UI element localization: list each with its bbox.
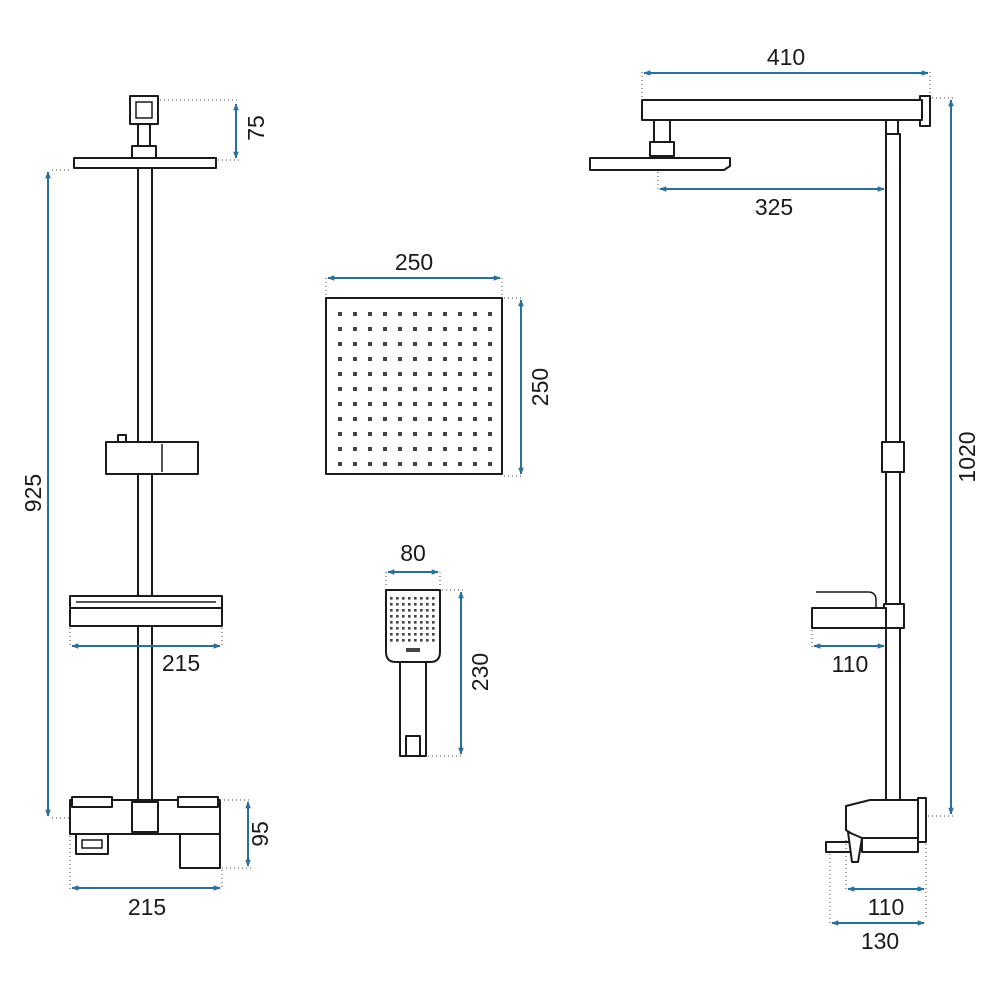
ext-side-shelf (811, 630, 887, 648)
front-head-plate (73, 157, 217, 169)
side-arm-joint (885, 119, 899, 135)
hand-shower-view: 80 230 (385, 540, 493, 757)
side-shower-arm (641, 99, 923, 121)
side-shelf-hook (816, 591, 877, 608)
front-top-block (129, 95, 159, 125)
side-holder (881, 441, 905, 473)
label-side-arm-reach: 325 (755, 194, 793, 220)
front-shelf-tray (69, 607, 223, 627)
ext-head-width (325, 278, 503, 296)
ext-front-mixer-w (69, 836, 223, 890)
label-front-total-height: 925 (20, 474, 46, 512)
ext-top-block (160, 99, 240, 161)
label-side-total-height: 1020 (954, 431, 980, 482)
ext-side-mixer (845, 840, 927, 920)
front-riser-pipe (137, 167, 153, 801)
hand-shower-logo (406, 648, 420, 652)
label-hand-height: 230 (467, 653, 493, 691)
head-nozzle-grid (338, 312, 492, 466)
label-front-shelf-width: 215 (162, 650, 200, 676)
label-front-top-block: 75 (243, 115, 269, 141)
front-mixer-left-cap (71, 796, 113, 808)
side-mixer-body (845, 799, 923, 839)
label-side-arm-length: 410 (767, 44, 805, 70)
hand-shower-handle (399, 661, 427, 757)
label-head-height: 250 (527, 368, 553, 406)
label-head-width: 250 (395, 249, 433, 275)
side-mixer-handle (861, 837, 919, 853)
side-head-plate (589, 157, 731, 171)
label-front-mixer-height: 95 (247, 821, 273, 847)
ext-side-arm (641, 72, 931, 98)
side-mixer-wall-plate (917, 797, 927, 843)
ext-side-reach (657, 172, 887, 190)
ext-head-height (504, 297, 524, 477)
front-mixer-center (131, 801, 159, 833)
side-head-connector (653, 119, 671, 143)
front-view: 75 925 215 95 215 (20, 95, 273, 920)
head-view: 250 250 (325, 249, 553, 477)
label-front-mixer-width: 215 (128, 894, 166, 920)
side-mixer-spout (825, 841, 853, 853)
hand-shower-nozzles (390, 597, 436, 643)
label-side-shelf-depth: 110 (832, 651, 869, 677)
ext-front-height (52, 169, 72, 819)
hand-shower-hose-connector (405, 735, 421, 757)
label-side-spout-depth: 130 (861, 928, 899, 954)
front-head-neck (131, 145, 157, 159)
side-view: 410 325 1020 110 110 130 (589, 44, 980, 954)
ext-side-height (928, 97, 956, 817)
side-mixer-lever (847, 831, 863, 863)
label-side-mixer-depth: 110 (868, 894, 905, 920)
front-mixer-handle (179, 833, 221, 869)
side-head-neck (649, 141, 675, 157)
front-top-connector (137, 123, 151, 147)
front-spout-outlet (81, 839, 103, 849)
front-holder (105, 441, 199, 475)
ext-front-mixer-h (220, 799, 252, 869)
side-shelf-tray (811, 607, 887, 629)
front-mixer-right-cap (177, 796, 219, 808)
front-top-block-inner (135, 101, 153, 119)
front-mixer-spout (75, 833, 109, 855)
label-hand-width: 80 (400, 540, 426, 566)
ext-hand-width (385, 572, 441, 588)
ext-front-shelf (69, 628, 223, 648)
